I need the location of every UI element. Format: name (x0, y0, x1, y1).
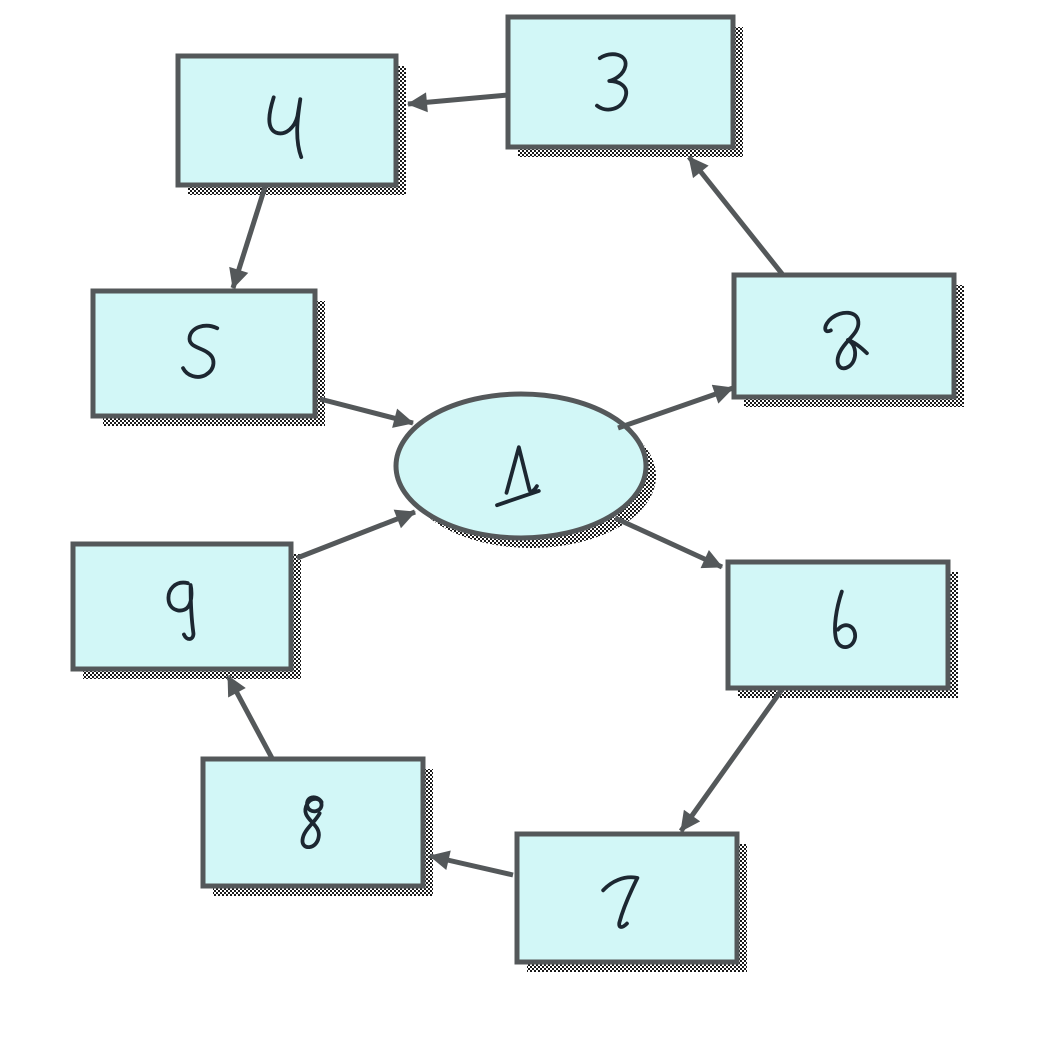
arrow-8-to-9 (225, 674, 276, 762)
node-5-label (181, 323, 220, 379)
arrow-1-to-6 (613, 515, 724, 570)
node-1-label (495, 445, 541, 508)
node-6-shape (725, 559, 951, 691)
arrow-7-to-8 (429, 850, 514, 878)
arrow-1-to-2 (617, 384, 734, 431)
node-6-label (833, 589, 858, 649)
node-1 (393, 391, 656, 548)
node-5-shape (90, 288, 318, 419)
node-2 (731, 272, 964, 407)
arrow-4-to-5 (229, 186, 268, 289)
node-1-shape (393, 391, 649, 541)
node-7-label (601, 875, 640, 929)
node-6 (725, 559, 958, 698)
node-3-label (595, 52, 629, 112)
arrow-5-to-1 (319, 396, 414, 428)
node-3 (505, 14, 743, 157)
node-9 (70, 541, 301, 679)
arrow-2-to-3 (687, 155, 785, 277)
node-9-label (166, 580, 196, 641)
node-9-shape (70, 541, 294, 672)
node-7 (514, 831, 747, 972)
node-2-shape (731, 272, 957, 400)
node-2-label (823, 310, 869, 371)
arrow-9-to-1 (296, 509, 416, 561)
node-4-shape (175, 53, 399, 188)
node-4 (175, 53, 406, 195)
arrow-6-to-7 (678, 686, 786, 833)
node-8-label (300, 795, 324, 849)
node-5 (90, 288, 325, 426)
node-8 (200, 756, 433, 896)
arrow-3-to-4 (407, 92, 509, 113)
node-4-label (267, 95, 304, 160)
